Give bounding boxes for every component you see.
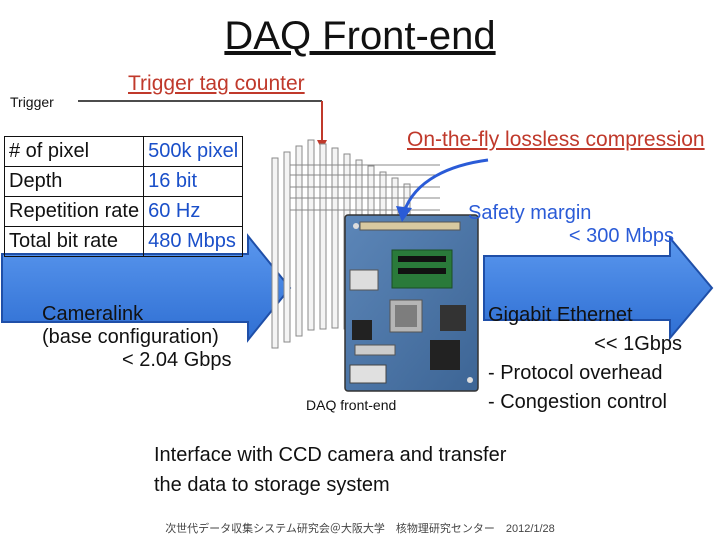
daq-board <box>344 214 479 392</box>
input-arrow <box>1 233 292 343</box>
output-arrow <box>483 235 714 341</box>
table-row: Depth 16 bit <box>3 166 244 197</box>
safety-margin: Safety margin < 300 Mbps <box>468 202 674 248</box>
param-name: # of pixel <box>3 136 145 167</box>
safety-margin-title: Safety margin <box>468 202 592 224</box>
param-value: 500k pixel <box>143 136 244 167</box>
param-value: 480 Mbps <box>143 226 244 257</box>
cameralink-label: Cameralink (base configuration) < 2.04 G… <box>42 303 232 372</box>
table-row: Total bit rate 480 Mbps <box>3 226 244 257</box>
gigabit-rate: << 1Gbps <box>594 333 682 355</box>
cameralink-config: (base configuration) <box>42 326 219 348</box>
trigger-tag-counter-label: Trigger tag counter <box>128 72 305 95</box>
compression-curve-arrow <box>402 158 489 213</box>
param-value: 16 bit <box>143 166 244 197</box>
cameralink-rate: < 2.04 Gbps <box>122 349 232 371</box>
gigabit-ethernet-label: Gigabit Ethernet << 1Gbps - Protocol ove… <box>488 301 688 417</box>
cameralink-title: Cameralink <box>42 303 144 325</box>
param-value: 60 Hz <box>143 196 244 227</box>
gigabit-overhead: - Protocol overhead <box>488 362 663 384</box>
trigger-label: Trigger <box>10 94 54 110</box>
param-name: Depth <box>3 166 145 197</box>
interface-line-1: Interface with CCD camera and transfer <box>154 444 507 466</box>
table-row: Repetition rate 60 Hz <box>3 196 244 227</box>
interface-line-2: the data to storage system <box>154 474 390 496</box>
gigabit-title: Gigabit Ethernet <box>488 304 633 326</box>
gigabit-congestion: - Congestion control <box>488 391 667 413</box>
parameter-table: # of pixel 500k pixel Depth 16 bit Repet… <box>3 136 244 257</box>
compression-label: On-the-fly lossless compression <box>407 128 705 151</box>
footer: 次世代データ収集システム研究会＠大阪大学 核物理研究センター 2012/1/28 <box>165 523 555 535</box>
safety-margin-value: < 300 Mbps <box>568 225 674 247</box>
table-row: # of pixel 500k pixel <box>3 136 244 167</box>
param-name: Repetition rate <box>3 196 145 227</box>
page-title: DAQ Front-end <box>224 14 496 58</box>
param-name: Total bit rate <box>3 226 145 257</box>
interface-description: Interface with CCD camera and transfer t… <box>154 440 506 500</box>
daq-board-label: DAQ front-end <box>306 397 397 413</box>
